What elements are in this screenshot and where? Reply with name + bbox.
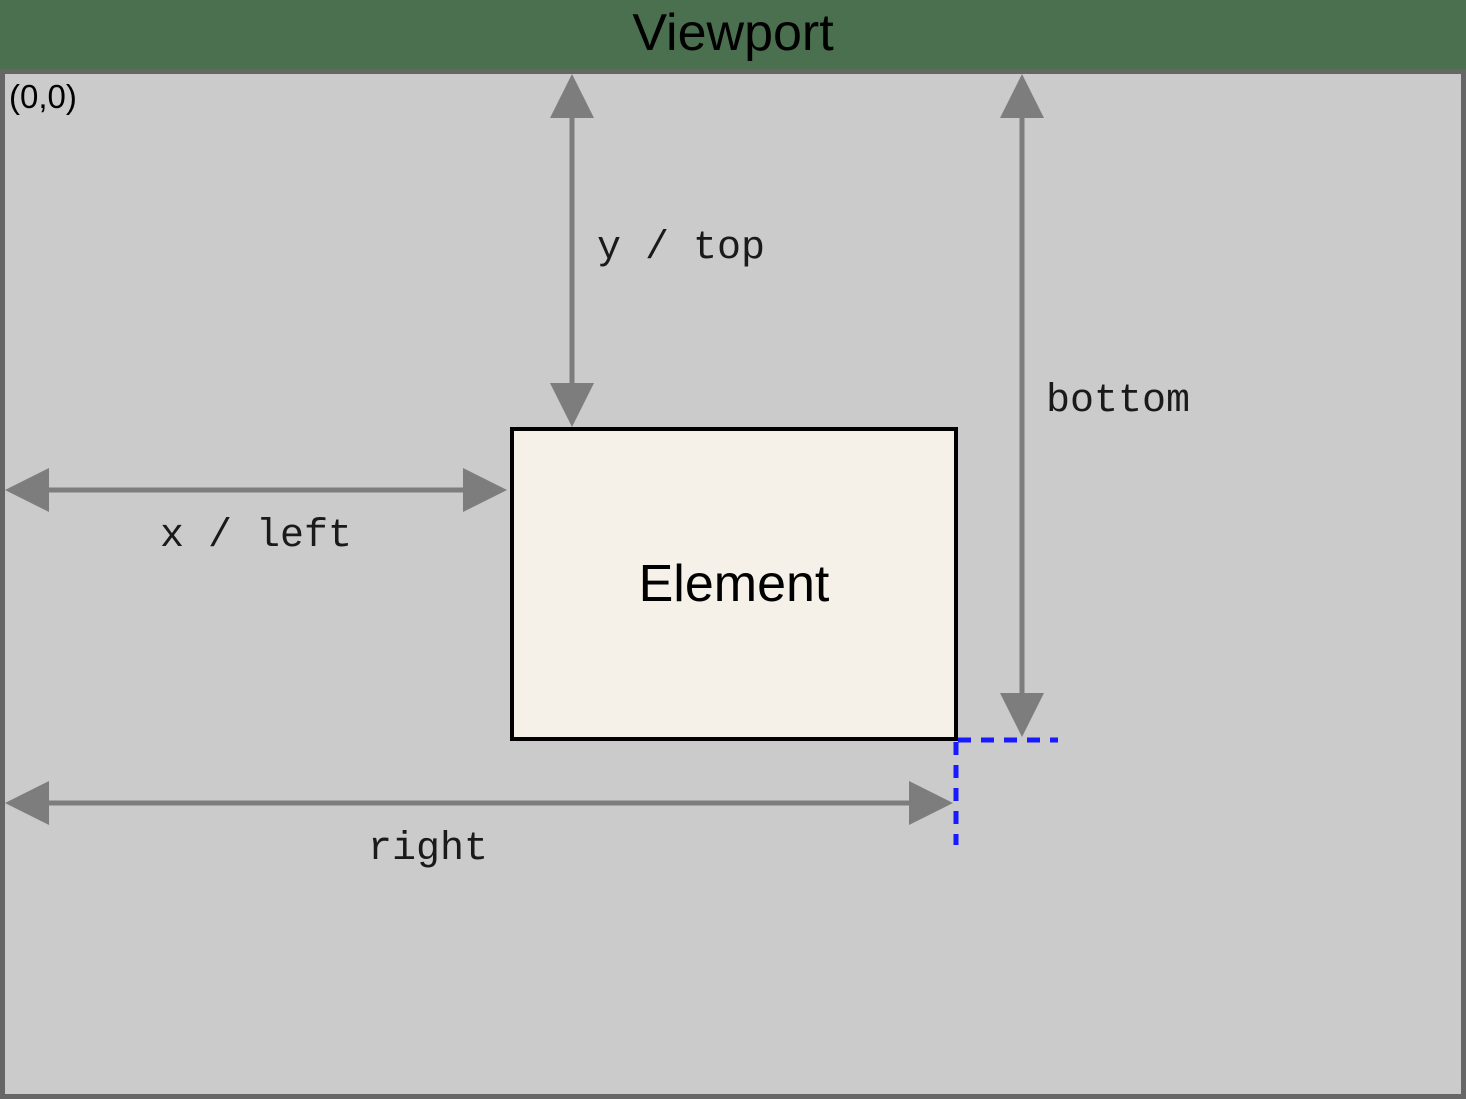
bottom-label: bottom: [1046, 379, 1191, 424]
y-top-label: y / top: [597, 226, 766, 271]
right-label: right: [368, 827, 489, 872]
element-box: Element: [510, 427, 958, 741]
x-left-label: x / left: [160, 514, 353, 559]
viewport-title: Viewport: [632, 4, 834, 62]
element-label: Element: [638, 555, 830, 613]
origin-label: (0,0): [9, 78, 77, 115]
